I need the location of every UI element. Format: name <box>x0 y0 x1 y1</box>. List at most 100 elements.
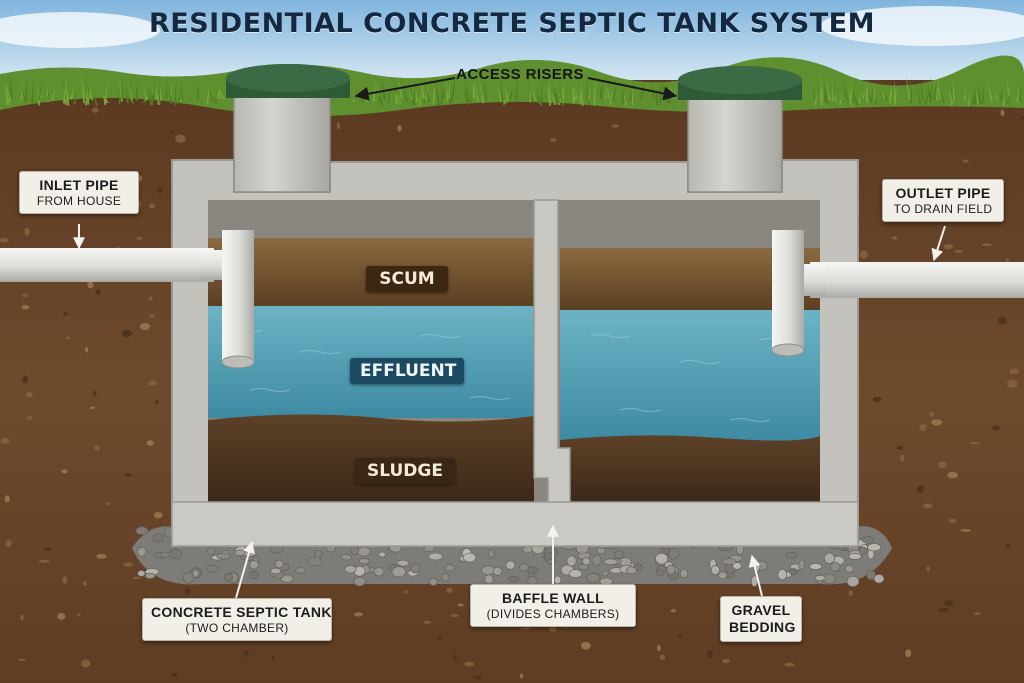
grass-blade <box>169 80 172 99</box>
soil-pebble <box>139 323 151 330</box>
grass-blade <box>851 87 856 101</box>
soil-pebble <box>184 587 191 595</box>
tank-floor <box>171 501 859 547</box>
grass-blade <box>910 77 913 104</box>
soil-pebble <box>87 281 94 289</box>
soil-pebble <box>919 424 927 431</box>
soil-pebble <box>973 612 981 615</box>
gravel-stone <box>249 570 260 579</box>
gravel-stone <box>358 557 370 565</box>
tank-callout: CONCRETE SEPTIC TANK (TWO CHAMBER) <box>142 598 332 642</box>
grass-blade <box>104 81 108 105</box>
soil-pebble <box>848 590 853 596</box>
soil-pebble <box>659 654 666 660</box>
gravel-stone <box>830 561 841 572</box>
gravel-stone <box>270 567 282 575</box>
soil-pebble <box>872 396 882 402</box>
grass-blade <box>967 91 971 106</box>
gravel-stone <box>234 549 246 557</box>
grass-blade <box>128 79 133 101</box>
grass-blade <box>893 86 897 106</box>
grass-blade <box>977 81 982 105</box>
grass-blade <box>3 83 9 106</box>
soil-pebble <box>891 236 898 240</box>
soil-pebble <box>1020 116 1024 120</box>
soil-pebble <box>1005 543 1011 548</box>
gravel-stone <box>666 564 676 575</box>
gravel-stone <box>867 543 882 552</box>
soil-pebble <box>423 620 431 624</box>
grass-blade <box>380 75 386 100</box>
grass-blade <box>972 89 975 105</box>
grass-blade <box>151 87 157 99</box>
grass-blade <box>435 80 440 106</box>
grass-blade <box>504 85 509 101</box>
grass-blade <box>862 88 865 99</box>
soil-pebble <box>464 661 475 667</box>
grass-blade <box>160 85 163 101</box>
gravel-label-line2: BEDDING <box>729 618 796 635</box>
soil-pebble <box>896 445 904 450</box>
soil-pebble <box>784 662 795 667</box>
grass-blade <box>64 81 70 106</box>
grass-blade <box>554 84 558 104</box>
soil-pebble <box>446 587 453 593</box>
gravel-callout: GRAVEL BEDDING <box>720 596 802 642</box>
soil-pebble <box>85 346 89 353</box>
grass-blade <box>47 81 50 101</box>
grass-blade <box>425 85 430 103</box>
soil-pebble <box>860 250 868 259</box>
soil-pebble <box>149 203 155 209</box>
gravel-stone <box>718 571 728 580</box>
inlet-pipe <box>0 248 214 282</box>
grass-blade <box>573 86 579 100</box>
gravel-stone <box>519 563 530 572</box>
inlet-pipe-sublabel: FROM HOUSE <box>36 193 122 208</box>
grass-blade <box>62 75 67 100</box>
grass-blade <box>858 91 861 103</box>
soil-pebble <box>146 440 154 446</box>
grass-blade <box>206 85 210 105</box>
grass-blade <box>509 86 513 100</box>
soil-pebble <box>93 390 97 397</box>
grass-blade <box>847 82 853 106</box>
gravel-stone <box>846 575 860 587</box>
gravel-stone <box>391 566 406 578</box>
gravel-stone <box>861 536 874 544</box>
grass-blade <box>612 82 617 102</box>
soil-pebble <box>271 655 275 661</box>
grass-blade <box>10 74 13 100</box>
outlet-leader <box>931 225 946 262</box>
grass-blade <box>82 82 86 104</box>
grass-blade <box>536 86 541 104</box>
soil-pebble <box>138 201 142 208</box>
grass-blade <box>1006 81 1011 106</box>
gravel-stone <box>546 558 557 565</box>
soil-pebble <box>243 650 249 657</box>
gravel-stone <box>350 545 359 555</box>
soil-pebble <box>65 336 71 339</box>
right-riser <box>687 91 783 193</box>
grass-blade <box>88 86 91 100</box>
outlet-tee <box>772 230 804 350</box>
grass-blade <box>432 81 436 102</box>
grass-blade <box>640 81 644 100</box>
grass-blade <box>219 87 225 100</box>
left-riser <box>233 91 331 193</box>
soil-pebble <box>353 612 363 617</box>
grass-blade <box>152 77 156 101</box>
grass-blade <box>607 87 610 99</box>
gravel-stone <box>858 546 867 555</box>
grass-blade <box>949 83 953 106</box>
grass-blade <box>981 85 984 104</box>
grass-blade <box>214 88 217 104</box>
grass-blade <box>395 91 398 105</box>
grass-blade <box>483 76 488 100</box>
gravel-stone <box>492 566 503 576</box>
grass-blade <box>165 75 168 99</box>
grass-blade <box>73 91 77 105</box>
tank-leader <box>235 540 255 599</box>
soil-pebble <box>450 614 460 617</box>
grass-blade <box>86 90 90 105</box>
